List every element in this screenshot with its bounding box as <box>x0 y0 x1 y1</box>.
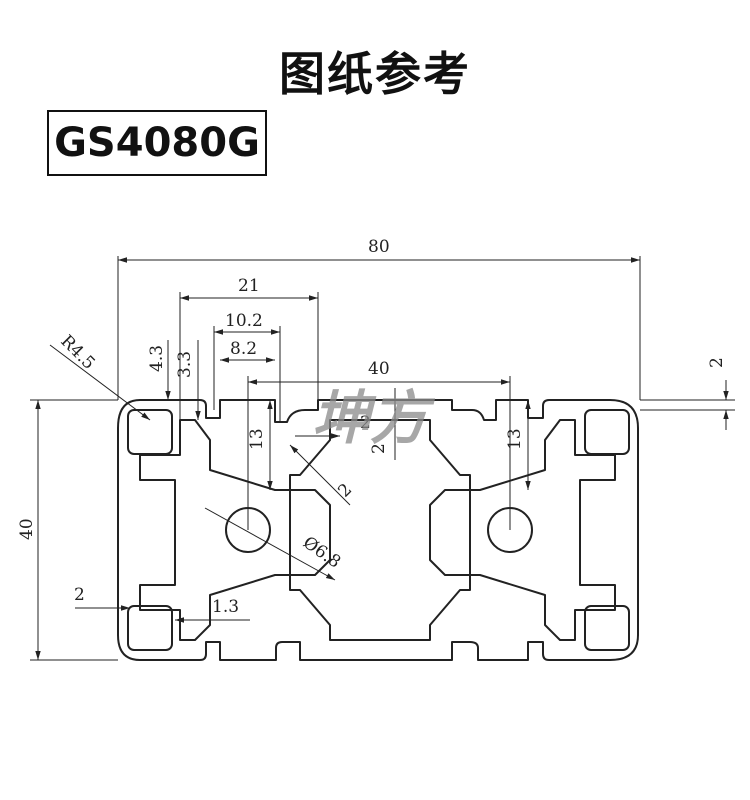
dim-slot-outer: 10.2 <box>225 311 263 331</box>
dim-radius: R4.5 <box>56 331 98 373</box>
dim-width: 80 <box>368 237 390 257</box>
corner-hole-br <box>584 605 630 651</box>
dimension-lines <box>30 256 735 661</box>
corner-hole-tr <box>584 409 630 455</box>
dim-slot-wall: 1.3 <box>212 597 239 617</box>
model-label-box: GS4080G <box>47 110 267 176</box>
dim-slot-pitch: 21 <box>238 276 260 296</box>
dim-left-wall: 2 <box>74 585 85 605</box>
dim-wall-top: 2 <box>707 357 727 368</box>
central-cavity <box>289 419 471 641</box>
dim-center-distance: 40 <box>368 359 390 379</box>
page-title: 图纸参考 <box>279 47 471 101</box>
dim-bore: Ø6.8 <box>299 533 344 573</box>
dim-lip-depth-a: 4.3 <box>147 345 167 372</box>
watermark: 坤方 <box>312 384 436 452</box>
dim-depth-left: 13 <box>247 428 267 450</box>
dim-lip-depth-b: 3.3 <box>175 351 195 378</box>
dim-slot-inner: 8.2 <box>230 339 257 359</box>
dim-height: 40 <box>17 518 37 540</box>
corner-hole-tl <box>127 409 173 455</box>
dim-wall-slot: 2 <box>360 413 371 433</box>
dim-depth-right: 13 <box>505 428 525 450</box>
left-cavity <box>139 419 291 641</box>
right-cavity <box>469 419 616 641</box>
corner-hole-bl <box>127 605 173 651</box>
model-label: GS4080G <box>54 120 260 166</box>
dim-diag-wall: 2 <box>334 480 356 502</box>
dim-wall-inner: 2 <box>369 443 389 454</box>
outer-contour <box>117 399 639 661</box>
